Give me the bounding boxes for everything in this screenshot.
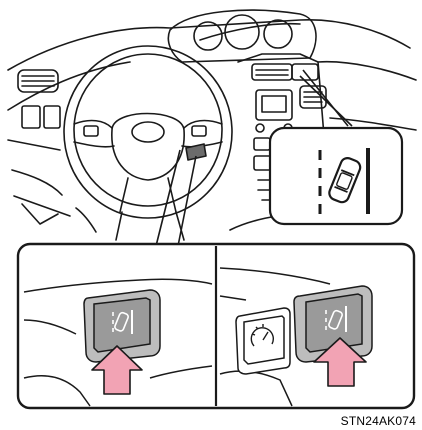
- figure-code: STN24AK074: [341, 414, 416, 428]
- meter-indicator-callout: [270, 128, 402, 224]
- switch-detail-panel: [18, 244, 414, 408]
